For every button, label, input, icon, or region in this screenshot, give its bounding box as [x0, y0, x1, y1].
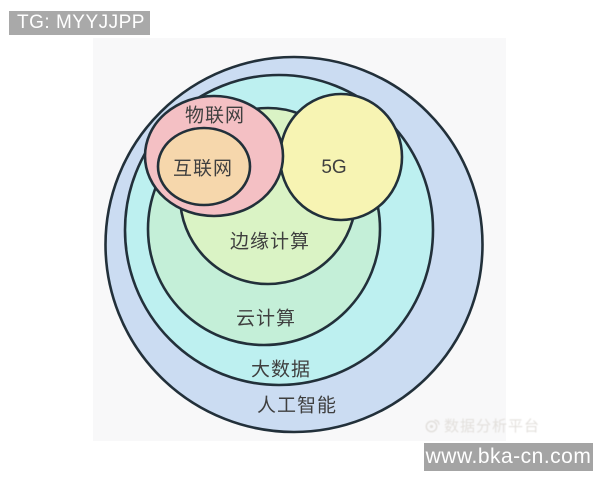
label-cloud: 云计算 — [235, 308, 297, 330]
telegram-banner: TG: MYYJJPP — [9, 11, 150, 35]
label-internet: 互联网 — [172, 158, 234, 180]
label-iot: 物联网 — [184, 105, 246, 127]
label-edge: 边缘计算 — [229, 231, 311, 253]
weibo-watermark: 数据分析平台 — [424, 415, 540, 435]
weibo-icon — [425, 419, 440, 432]
label-ai: 人工智能 — [256, 395, 338, 417]
telegram-banner-text: TG: MYYJJPP — [17, 12, 145, 33]
label-big-data: 大数据 — [250, 359, 312, 381]
website-url: www.bka-cn.com — [425, 445, 592, 468]
circle-internet — [156, 126, 252, 207]
website-bar: www.bka-cn.com — [424, 443, 593, 471]
watermark-text: 数据分析平台 — [444, 417, 541, 435]
label-5g: 5G — [321, 157, 347, 178]
